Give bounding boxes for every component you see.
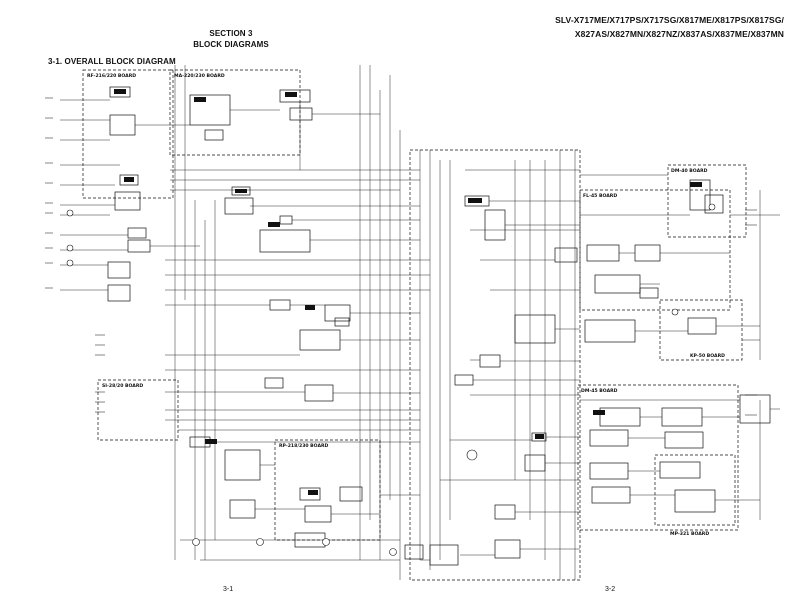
page-number-right: 3-2 bbox=[605, 586, 616, 593]
board-title-fl: FL-45 BOARD bbox=[583, 193, 617, 199]
board-title-kp: KP-50 BOARD bbox=[690, 353, 725, 359]
board-title-dm: DM-40 BOARD bbox=[671, 168, 708, 174]
board-title-mp: MP-321 BOARD bbox=[670, 531, 709, 537]
section-number: SECTION 3 bbox=[209, 29, 253, 38]
board-title-rp: RP-218/230 BOARD bbox=[279, 443, 329, 449]
model-list-line-2: X827AS/X827MN/X827NZ/X837AS/X837ME/X837M… bbox=[574, 29, 784, 39]
board-title-si: SI-28/20 BOARD bbox=[102, 383, 143, 389]
section-title: BLOCK DIAGRAMS bbox=[193, 40, 269, 49]
model-list-line-1: SLV-X717ME/X717PS/X717SG/X817ME/X817PS/X… bbox=[555, 15, 784, 25]
section-heading: SECTION 3 BLOCK DIAGRAMS bbox=[176, 28, 286, 50]
page-number-left: 3-1 bbox=[223, 586, 234, 593]
subsection-title: 3-1. OVERALL BLOCK DIAGRAM bbox=[48, 57, 176, 66]
board-title-rf: RF-216/220 BOARD bbox=[87, 73, 136, 79]
board-title-ma: MA-220/230 BOARD bbox=[174, 73, 225, 79]
board-title-dm2: DM-45 BOARD bbox=[581, 388, 618, 394]
